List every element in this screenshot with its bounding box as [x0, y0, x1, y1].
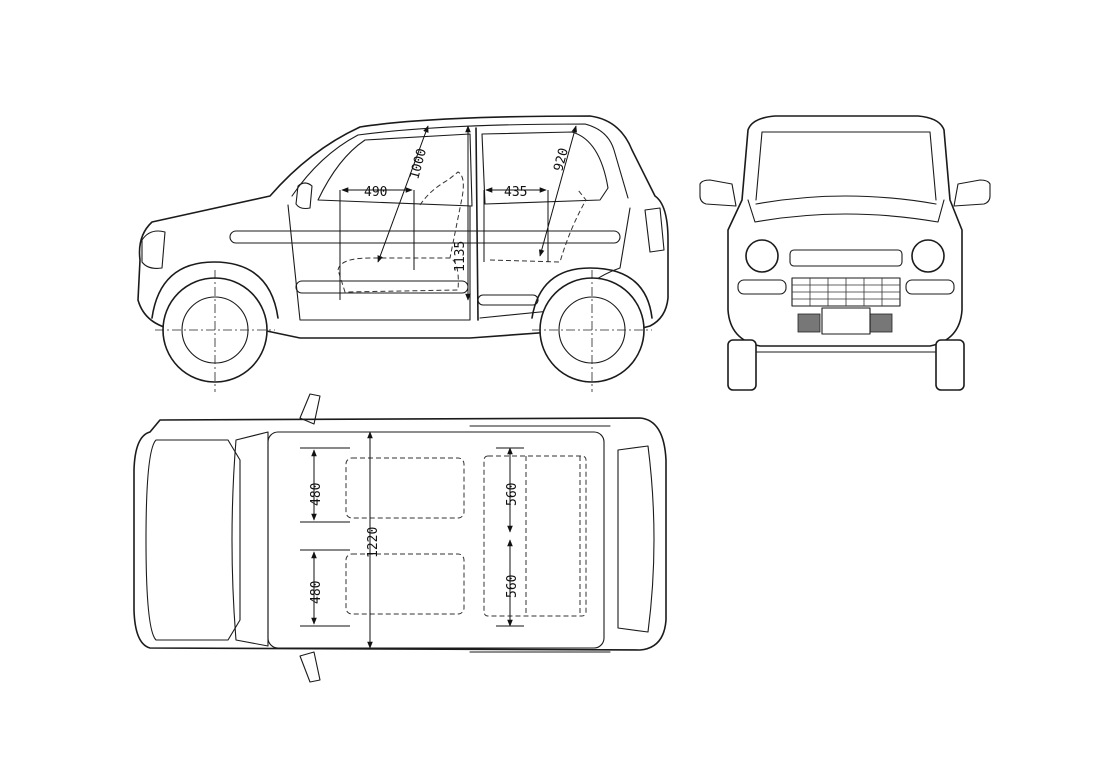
- left-headlight: [745, 239, 779, 273]
- roof-line: [291, 123, 629, 199]
- side-moulding-rear-door: [477, 294, 539, 306]
- dim-line-front-headroom: [377, 125, 429, 263]
- front-left-tyre: [727, 339, 757, 391]
- front-wheel-arch: [151, 261, 279, 319]
- b-pillar: [475, 127, 479, 321]
- right-headlight: [911, 239, 945, 273]
- rear-seat-dashed-top: [483, 455, 587, 617]
- bonnet-edge: [747, 199, 945, 223]
- front-left-mirror: [699, 179, 737, 207]
- front-door: [287, 204, 471, 321]
- windshield: [755, 131, 937, 201]
- front-seat-left-dashed: [345, 457, 465, 519]
- side-mirror: [295, 182, 313, 210]
- rear-wheel-arch: [531, 267, 653, 319]
- front-seat-right-dashed: [345, 553, 465, 615]
- top-view: 480 480 1220 560 560: [133, 393, 667, 683]
- label-interior-width: 1220: [366, 527, 381, 558]
- left-vent: [797, 313, 821, 333]
- front-window: [317, 133, 473, 207]
- license-plate: [821, 307, 871, 335]
- grille-slats: [792, 278, 900, 306]
- side-headlight: [141, 230, 166, 269]
- front-right-tyre: [935, 339, 965, 391]
- side-view: 490 435 1000 920 1135: [137, 115, 669, 392]
- label-front-legroom: 490: [364, 185, 387, 200]
- front-body-outline: [727, 115, 963, 347]
- label-rear-headroom: 920: [551, 146, 572, 173]
- windshield-top: [231, 431, 269, 647]
- label-front-seat-right: 480: [309, 581, 324, 604]
- top-right-mirror: [299, 651, 321, 683]
- label-rear-legroom: 435: [504, 185, 527, 200]
- side-taillight: [644, 207, 665, 253]
- roof-top: [267, 431, 605, 649]
- label-front-seat-left: 480: [309, 483, 324, 506]
- rear-window-top: [617, 445, 655, 633]
- left-turn-signal: [737, 279, 787, 295]
- bonnet-line: [755, 195, 937, 205]
- label-interior-height: 1135: [453, 241, 468, 272]
- dim-line-rear-headroom: [538, 125, 578, 257]
- front-seat-dashed: [337, 257, 459, 293]
- bonnet-top: [145, 439, 241, 641]
- label-front-headroom: 1000: [407, 147, 430, 181]
- front-view: [699, 115, 991, 391]
- label-rear-seat-left: 560: [505, 483, 520, 506]
- right-vent: [869, 313, 893, 333]
- upper-grille: [789, 249, 903, 267]
- label-rear-seat-right: 560: [505, 575, 520, 598]
- front-right-mirror: [953, 179, 991, 207]
- top-body-outline: [133, 417, 667, 651]
- top-left-mirror: [299, 393, 321, 425]
- right-turn-signal: [905, 279, 955, 295]
- side-moulding-upper: [229, 230, 621, 244]
- rear-window: [481, 131, 609, 205]
